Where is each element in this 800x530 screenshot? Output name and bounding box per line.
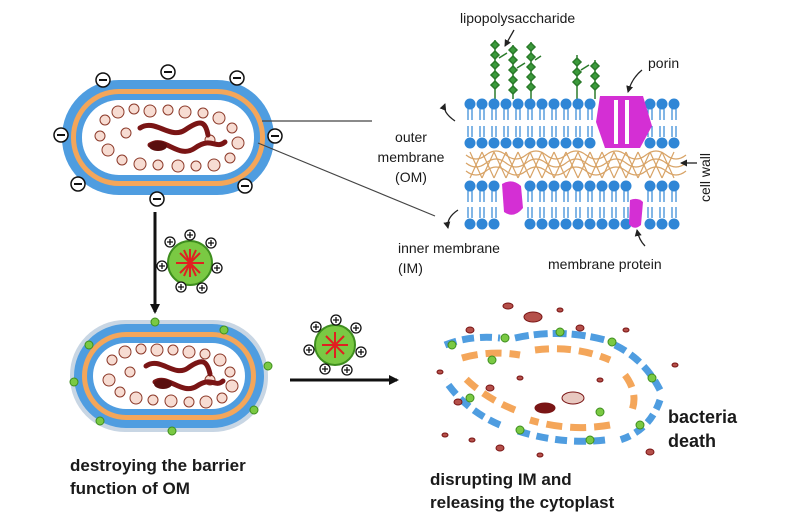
cytoplasm-granules [94,103,245,173]
label-porin: porin [648,55,680,71]
caption-destroying-om: destroying the barrier function of OM [70,456,246,498]
vesicle-top [156,229,223,294]
outer-membrane-heads [464,98,680,149]
label-cell-wall: cell wall [697,152,713,202]
cell-wall-mesh [465,150,687,179]
porin [596,96,652,148]
membrane-protein-shape [629,198,643,228]
vesicle-middle [303,314,367,376]
bacterium-om-disrupted [69,317,273,436]
caption-disrupting-im: disrupting IM and releasing the cytoplas… [430,470,615,512]
label-lipopolysaccharide: lipopolysaccharide [460,10,576,26]
inner-membrane-protein [502,181,523,215]
label-outer-membrane: outer membrane (OM) [377,129,445,185]
bacterium-lysed [436,302,679,458]
caption-bacteria-death: bacteria death [668,407,738,451]
negative-charge-icon [53,64,283,207]
inner-membrane-heads [464,180,680,230]
membrane-detail [439,29,697,247]
label-membrane-protein: membrane protein [548,256,662,272]
bacterium-intact [53,64,283,207]
lipopolysaccharide-chains [489,39,601,99]
label-inner-membrane: inner membrane (IM) [398,240,500,276]
